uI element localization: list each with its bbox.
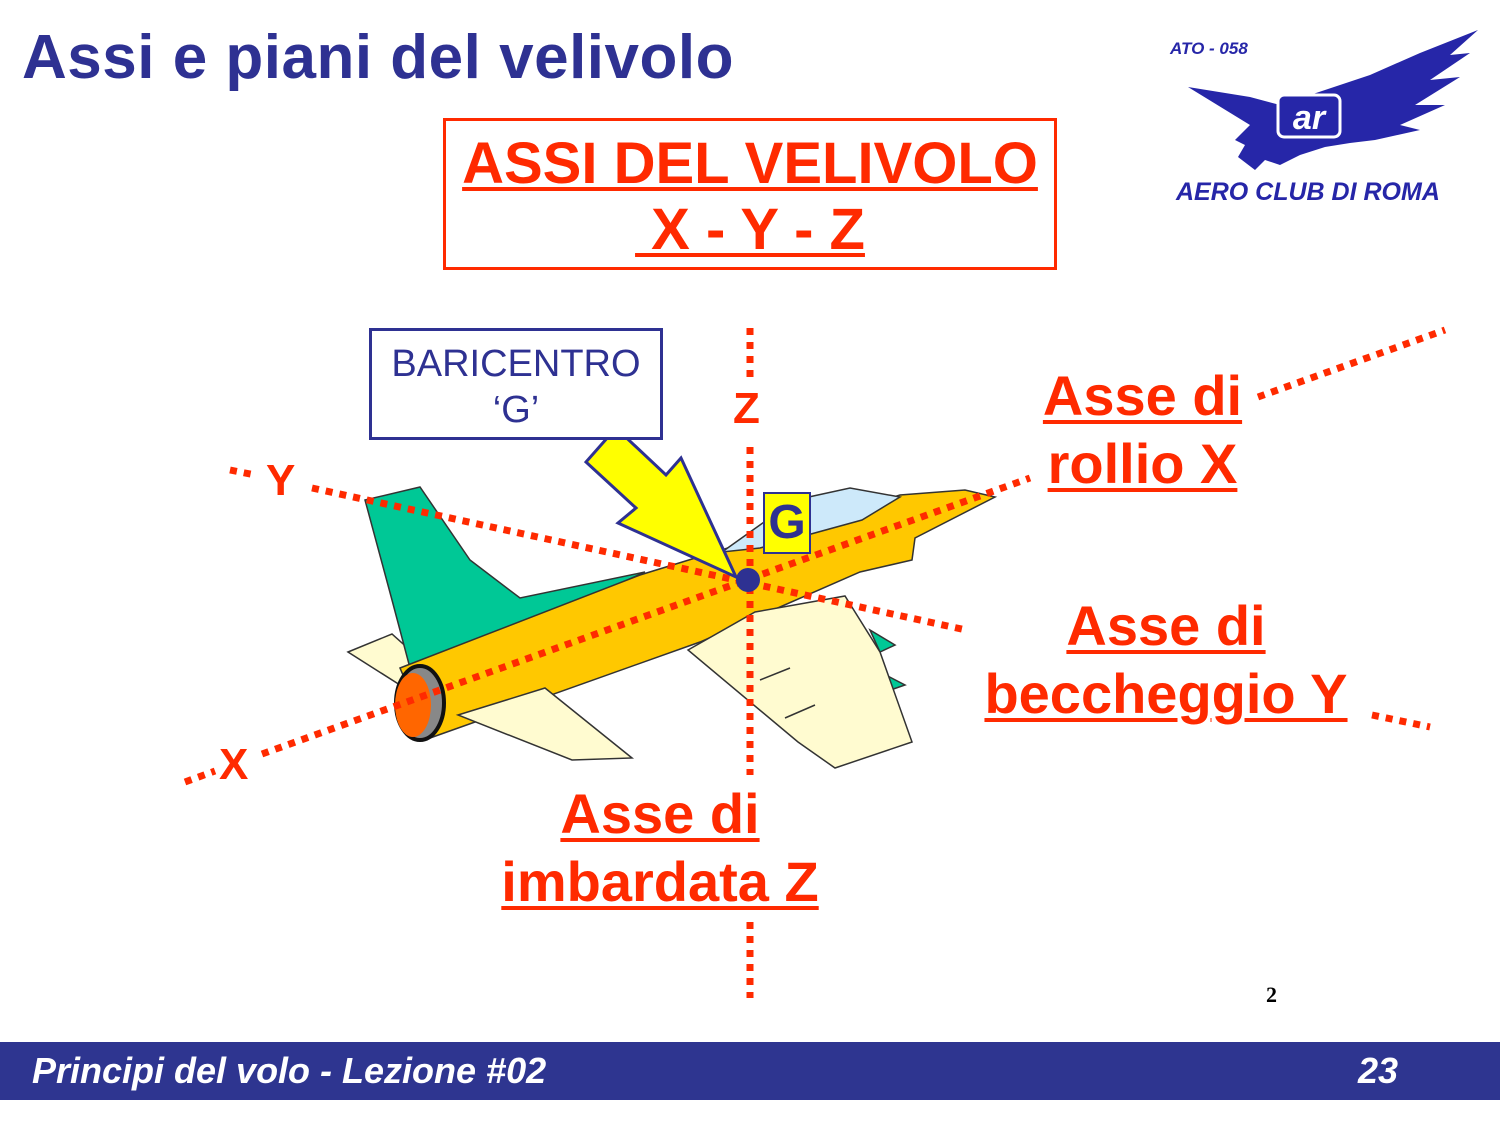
z-axis-label: Z (733, 384, 760, 433)
logo-monogram: ar (1293, 99, 1327, 137)
cg-point (736, 568, 760, 592)
roll-axis-ext (1256, 326, 1447, 401)
aircraft-axes-diagram (183, 326, 1447, 998)
footer-bar: Principi del volo - Lezione #02 23 (0, 1042, 1500, 1100)
pitch-axis-line1: Asse di (1066, 594, 1266, 657)
cg-pointer-arrow (583, 425, 740, 581)
heading-box: ASSI DEL VELIVOLO X - Y - Z (443, 118, 1057, 270)
pitch-axis-left (229, 466, 256, 479)
pitch-axis-ext (1371, 711, 1431, 731)
roll-axis-line1: Asse di (1042, 364, 1243, 427)
aircraft-illustration (346, 486, 998, 769)
yaw-axis-line1: Asse di (560, 782, 760, 845)
roll-axis-label: Asse di rollio X (1035, 362, 1250, 498)
exhaust-nozzle (395, 673, 431, 737)
page-number: 2 (1266, 982, 1277, 1007)
eagle-icon: ar (1188, 30, 1478, 170)
pitch-axis-line2: beccheggio Y (984, 662, 1348, 725)
cg-callout-box: BARICENTRO ‘G’ (369, 328, 663, 440)
roll-axis-line2: rollio X (1047, 432, 1238, 495)
cg-callout-line1: BARICENTRO (391, 343, 641, 385)
slide-number: 23 (1358, 1050, 1399, 1091)
page-title: Assi e piani del velivolo (22, 23, 734, 92)
footer-text: Principi del volo - Lezione #02 (32, 1050, 547, 1091)
roll-axis (260, 474, 1032, 758)
logo-code: ATO - 058 (1170, 39, 1248, 58)
yaw-axis-label: Asse di imbardata Z (490, 780, 830, 916)
heading-line1: ASSI DEL VELIVOLO (462, 131, 1038, 196)
yaw-axis-line2: imbardata Z (501, 850, 819, 913)
cg-marker-label: G (763, 492, 811, 554)
heading-line2: X - Y - Z (635, 197, 865, 262)
pitch-axis-label: Asse di beccheggio Y (972, 592, 1360, 728)
vertical-tail (364, 486, 646, 669)
rear-fin-left (868, 628, 897, 653)
cg-callout-line2: ‘G’ (492, 389, 540, 431)
right-stabilizer (455, 687, 635, 761)
x-axis-label: X (219, 740, 249, 789)
aero-club-logo: ATO - 058 ar AERO CLUB DI ROMA (1160, 25, 1490, 215)
logo-name: AERO CLUB DI ROMA (1176, 178, 1440, 206)
main-wing (686, 595, 913, 769)
roll-axis-tail (183, 767, 217, 786)
y-axis-label: Y (266, 456, 296, 505)
